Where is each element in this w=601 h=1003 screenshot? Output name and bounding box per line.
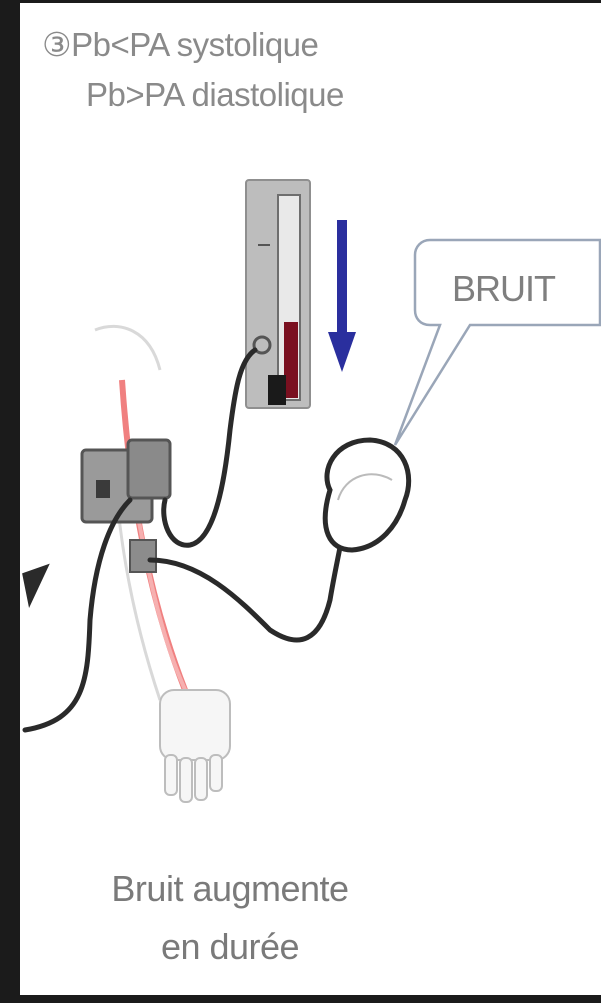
manometer-icon (246, 180, 310, 408)
hand-icon (160, 690, 230, 802)
stethoscope-icon (325, 440, 408, 550)
down-arrow-icon (328, 220, 356, 372)
artery-line (122, 380, 185, 690)
caption-line-1: Bruit augmente (60, 860, 400, 918)
caption-line-2: en durée (60, 918, 400, 976)
figure-caption: Bruit augmente en durée (60, 860, 400, 976)
bubble-label: BRUIT (452, 268, 555, 310)
